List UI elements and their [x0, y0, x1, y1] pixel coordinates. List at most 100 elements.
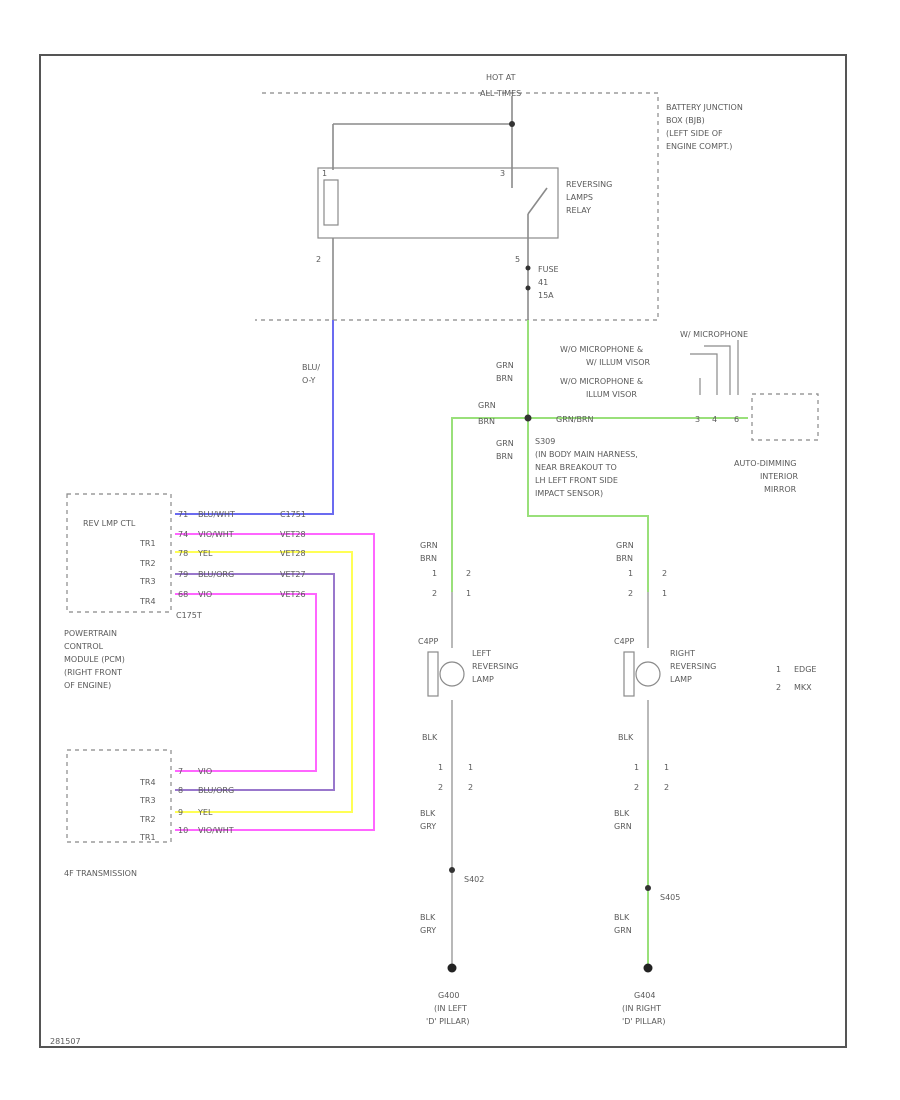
trans-label-tr1: TR1: [139, 833, 156, 842]
legend-label-2: MKX: [794, 683, 812, 692]
wire-grn-brn-splice-line1: GRN: [496, 439, 514, 448]
pcm-name-line4: (RIGHT FRONT: [64, 668, 122, 677]
pcm-wire-color-2: YEL: [197, 549, 213, 558]
left-ground-symbol: [447, 963, 457, 973]
relay-pin5: 5: [515, 255, 520, 264]
right-pin-b4: 2: [664, 783, 669, 792]
powertrain-control-module: REV LMP CTL TR1 TR2 TR3 TR4 POWERTRAIN C…: [64, 493, 202, 690]
right-ground-symbol: [643, 963, 653, 973]
right-ground-3: 'D' PILLAR): [622, 1017, 666, 1026]
splice-name-line1: S309: [535, 437, 555, 446]
left-wire-blk-gry-2: GRY: [420, 822, 436, 831]
pcm-name-line1: POWERTRAIN: [64, 629, 117, 638]
right-pin-t1: 1: [628, 569, 633, 578]
mirror-pin-4: 4: [712, 415, 717, 424]
legend-num-2: 2: [776, 683, 781, 692]
wire-blu-org: [175, 573, 335, 791]
pcm-name-line5: OF ENGINE): [64, 681, 111, 690]
pcm-pin-68: 68: [178, 590, 188, 599]
pcm-wire-code-3: VET27: [280, 570, 306, 579]
trans-label-tr3: TR3: [139, 796, 156, 805]
trans-pin-10: 10: [178, 826, 188, 835]
trans-pin-7: 7: [178, 767, 183, 776]
bjb-name-line3: (LEFT SIDE OF: [666, 129, 723, 138]
pcm-wire-code-1: VET28: [280, 530, 306, 539]
right-wire-blk-grn-low-1: BLK: [614, 913, 630, 922]
splice-s309-dot: [524, 414, 532, 422]
right-pin-t2: 2: [662, 569, 667, 578]
pcm-wire-code-4: VET26: [280, 590, 306, 599]
left-wire-grn-1: GRN: [420, 541, 438, 550]
fuse-41: FUSE 41 15A: [525, 238, 559, 320]
right-lamp-bulb: [635, 661, 661, 687]
pcm-wire-color-4: VIO: [198, 590, 212, 599]
relay-name-line1: REVERSING: [566, 180, 612, 189]
left-pin-t1: 1: [432, 569, 437, 578]
left-pin-b3: 2: [438, 783, 443, 792]
pcm-wire-code-2: VET28: [280, 549, 306, 558]
wire-vio: [175, 593, 317, 772]
relay-pin1: 1: [322, 169, 327, 178]
left-wire-blk: BLK: [422, 733, 438, 742]
opt-wo-mic-wo-illum-2: ILLUM VISOR: [586, 390, 637, 399]
legend: 1 EDGE 2 MKX: [776, 665, 816, 692]
wire-grn-brn-top-line2: BRN: [496, 374, 513, 383]
wire-grn-brn-splice-line2: BRN: [496, 452, 513, 461]
mirror-name-line2: INTERIOR: [760, 472, 799, 481]
legend-num-1: 1: [776, 665, 781, 674]
left-lamp-bulb: [439, 661, 465, 687]
right-wire-grn-1: GRN: [616, 541, 634, 550]
trans-label-tr2: TR2: [139, 815, 156, 824]
trans-wire-color-3: VIO/WHT: [198, 826, 234, 835]
wire-grn-brn-left-line2: BRN: [478, 417, 495, 426]
right-pin-b1: 1: [634, 763, 639, 772]
mirror-pin-3: 3: [695, 415, 700, 424]
wire-blu-oy-label-line2: O-Y: [302, 376, 315, 385]
trans-pin-9: 9: [178, 808, 183, 817]
left-pin-b2: 1: [468, 763, 473, 772]
splice-s309: S309 (IN BODY MAIN HARNESS, NEAR BREAKOU…: [535, 437, 638, 498]
wire-grn-brn-left: [451, 417, 748, 592]
wire-yel: [175, 551, 353, 813]
right-pin-b3: 2: [634, 783, 639, 792]
right-pin-t4: 1: [662, 589, 667, 598]
left-lamp-name-3: LAMP: [472, 675, 494, 684]
wire-blu-oy-label-line1: BLU/: [302, 363, 320, 372]
left-ground-2: (IN LEFT: [434, 1004, 467, 1013]
legend-label-1: EDGE: [794, 665, 816, 674]
pcm-pin-label-rev: REV LMP CTL: [83, 519, 136, 528]
right-ground-1: G404: [634, 991, 655, 1000]
left-pin-t4: 1: [466, 589, 471, 598]
pcm-pin-71: 71: [178, 510, 188, 519]
left-ground-1: G400: [438, 991, 459, 1000]
left-pin-b1: 1: [438, 763, 443, 772]
relay-pin2: 2: [316, 255, 321, 264]
pcm-name-line3: MODULE (PCM): [64, 655, 125, 664]
left-pin-b4: 2: [468, 783, 473, 792]
pcm-wire-color-3: BLU/ORG: [198, 570, 234, 579]
opt-wo-mic-illum-2: W/ ILLUM VISOR: [586, 358, 651, 367]
pcm-pin-79: 79: [178, 570, 188, 579]
wire-blu-oy: [175, 320, 334, 515]
mirror-name-line3: MIRROR: [764, 485, 797, 494]
splice-s405-dot: [645, 885, 651, 891]
right-lamp-name-1: RIGHT: [670, 649, 695, 658]
pcm-wire-code-0: C1751: [280, 510, 306, 519]
left-wire-blk-gry-1: BLK: [420, 809, 436, 818]
hot-label-line1: HOT AT: [486, 73, 516, 82]
left-ground-3: 'D' PILLAR): [426, 1017, 470, 1026]
relay-coil: [323, 179, 339, 226]
left-lamp-name-1: LEFT: [472, 649, 491, 658]
bjb-name-line2: BOX (BJB): [666, 116, 705, 125]
right-wire-blk-grn-1: BLK: [614, 809, 630, 818]
right-wire-grn-2: BRN: [616, 554, 633, 563]
right-lamp-name-2: REVERSING: [670, 662, 716, 671]
mirror-pin-6: 6: [734, 415, 739, 424]
pcm-wire-labels: 71 74 78 79 68 BLU/WHT VIO/WHT YEL BLU/O…: [178, 510, 306, 599]
wire-grn-brn-mid: GRN/BRN: [556, 415, 593, 424]
transmission-4f: TR4 TR3 TR2 TR1 7 8 9 10 VIO BLU/ORG YEL…: [64, 749, 234, 878]
trans-pin-8: 8: [178, 786, 183, 795]
left-reversing-lamp: GRN BRN 1 2 2 1 C4PP LEFT REVERSING LAMP…: [418, 541, 518, 1026]
right-lamp-name-3: LAMP: [670, 675, 692, 684]
left-wire-grn-2: BRN: [420, 554, 437, 563]
